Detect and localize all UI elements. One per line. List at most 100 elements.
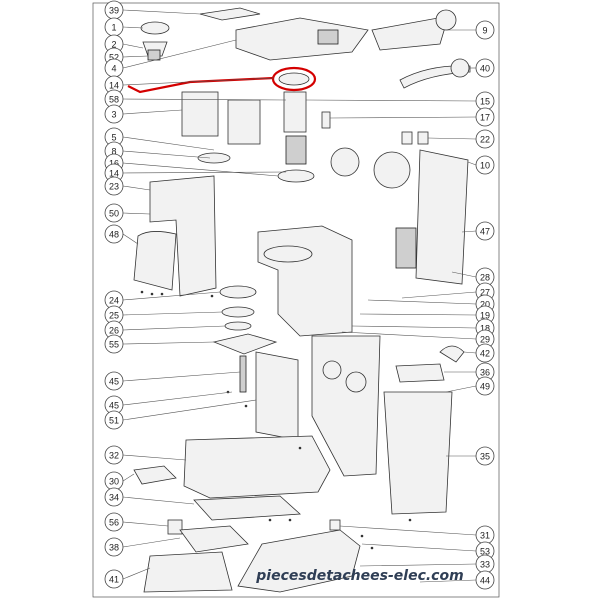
callout-number: 27 bbox=[480, 288, 490, 298]
callout-left-55: 55 bbox=[104, 334, 124, 354]
leader-line bbox=[122, 150, 211, 159]
callout-number: 34 bbox=[109, 493, 119, 503]
callout-number: 52 bbox=[109, 53, 119, 63]
part-9-filter-holder bbox=[371, 17, 447, 51]
leader-line bbox=[461, 230, 477, 233]
leader-line bbox=[329, 116, 477, 119]
callout-number: 10 bbox=[480, 161, 490, 171]
callout-left-34: 34 bbox=[104, 487, 124, 507]
callout-left-56: 56 bbox=[104, 512, 124, 532]
part-22-clip bbox=[401, 131, 413, 145]
callout-left-4: 4 bbox=[104, 58, 124, 78]
callout-bubble bbox=[475, 570, 495, 590]
callout-number: 53 bbox=[480, 547, 490, 557]
part-47-board bbox=[395, 227, 417, 269]
callout-number: 50 bbox=[109, 209, 119, 219]
leader-line bbox=[467, 161, 477, 166]
callout-bubble bbox=[475, 129, 495, 149]
part-52-valve bbox=[147, 49, 161, 61]
leader-line bbox=[359, 313, 477, 316]
callout-right-40: 40 bbox=[475, 58, 495, 78]
part-30-tray bbox=[133, 465, 177, 485]
callout-right-15: 15 bbox=[475, 91, 495, 111]
part-26-ring bbox=[224, 321, 252, 331]
leader-line bbox=[122, 454, 187, 461]
callout-number: 29 bbox=[480, 335, 490, 345]
leader-line bbox=[351, 325, 477, 329]
callout-bubble bbox=[475, 446, 495, 466]
callout-number: 26 bbox=[109, 326, 119, 336]
part-32-base-assembly bbox=[183, 435, 331, 499]
callout-number: 28 bbox=[480, 273, 490, 283]
callout-right-10: 10 bbox=[475, 155, 495, 175]
callout-bubble bbox=[104, 371, 124, 391]
leader-line bbox=[122, 98, 287, 101]
leader-line bbox=[359, 563, 477, 567]
part-42-knob bbox=[439, 345, 465, 363]
leader-line bbox=[122, 311, 223, 316]
callout-right-35: 35 bbox=[475, 446, 495, 466]
part-49-hole-a bbox=[322, 360, 342, 380]
leader-line bbox=[122, 55, 149, 58]
screw-dot bbox=[140, 290, 144, 294]
leader-line bbox=[122, 109, 183, 115]
highlight-pointer bbox=[127, 76, 275, 94]
callout-number: 39 bbox=[109, 6, 119, 16]
callout-number: 45 bbox=[109, 377, 119, 387]
callout-number: 8 bbox=[111, 147, 116, 157]
parts-artwork bbox=[127, 7, 471, 593]
leader-line bbox=[122, 162, 279, 177]
part-heating-unit bbox=[227, 99, 261, 145]
part-50-side-panel bbox=[149, 175, 217, 297]
part-55-lid bbox=[212, 333, 278, 355]
part-25-ring bbox=[221, 306, 255, 318]
callout-bubble bbox=[475, 221, 495, 241]
leader-line bbox=[419, 579, 477, 583]
callout-number: 15 bbox=[480, 97, 490, 107]
callout-bubble bbox=[475, 376, 495, 396]
screw-dot bbox=[226, 390, 230, 394]
callout-number: 33 bbox=[480, 560, 490, 570]
callout-left-30: 30 bbox=[104, 471, 124, 491]
callout-number: 44 bbox=[480, 576, 490, 586]
callout-left-48: 48 bbox=[104, 224, 124, 244]
callout-left-50: 50 bbox=[104, 203, 124, 223]
leader-line bbox=[305, 99, 477, 102]
leader-line bbox=[122, 291, 221, 301]
part-boiler bbox=[285, 135, 307, 165]
callout-number: 58 bbox=[109, 95, 119, 105]
leader-line bbox=[122, 26, 144, 29]
part-3-pump bbox=[181, 91, 219, 137]
callout-number: 55 bbox=[109, 340, 119, 350]
callout-number: 4 bbox=[111, 64, 116, 74]
callout-bubble bbox=[104, 334, 124, 354]
callout-left-3: 3 bbox=[104, 104, 124, 124]
part-45-tube bbox=[239, 355, 247, 393]
callout-number: 56 bbox=[109, 518, 119, 528]
part-47-back-panel bbox=[415, 149, 469, 285]
callout-number: 17 bbox=[480, 113, 490, 123]
callout-number: 36 bbox=[480, 368, 490, 378]
callout-left-32: 32 bbox=[104, 445, 124, 465]
callout-number: 5 bbox=[111, 133, 116, 143]
callout-bubble bbox=[475, 107, 495, 127]
callout-right-9: 9 bbox=[475, 20, 495, 40]
callout-number: 19 bbox=[480, 311, 490, 321]
part-24-ring bbox=[219, 285, 257, 299]
callout-number: 49 bbox=[480, 382, 490, 392]
screw-dot bbox=[244, 404, 248, 408]
callout-right-31: 31 bbox=[475, 525, 495, 545]
screw-dot bbox=[150, 292, 154, 296]
callout-number: 25 bbox=[109, 311, 119, 321]
part-top-lid bbox=[235, 17, 369, 61]
callout-right-47: 47 bbox=[475, 221, 495, 241]
callout-number: 9 bbox=[482, 26, 487, 36]
leader-line bbox=[122, 9, 201, 15]
part-48-cover bbox=[133, 231, 177, 291]
screw-dot bbox=[360, 534, 364, 538]
callout-bubble bbox=[104, 410, 124, 430]
callout-left-14: 14 bbox=[104, 163, 124, 183]
leader-line bbox=[122, 171, 287, 174]
callout-bubble bbox=[475, 58, 495, 78]
leader-line bbox=[401, 291, 477, 299]
